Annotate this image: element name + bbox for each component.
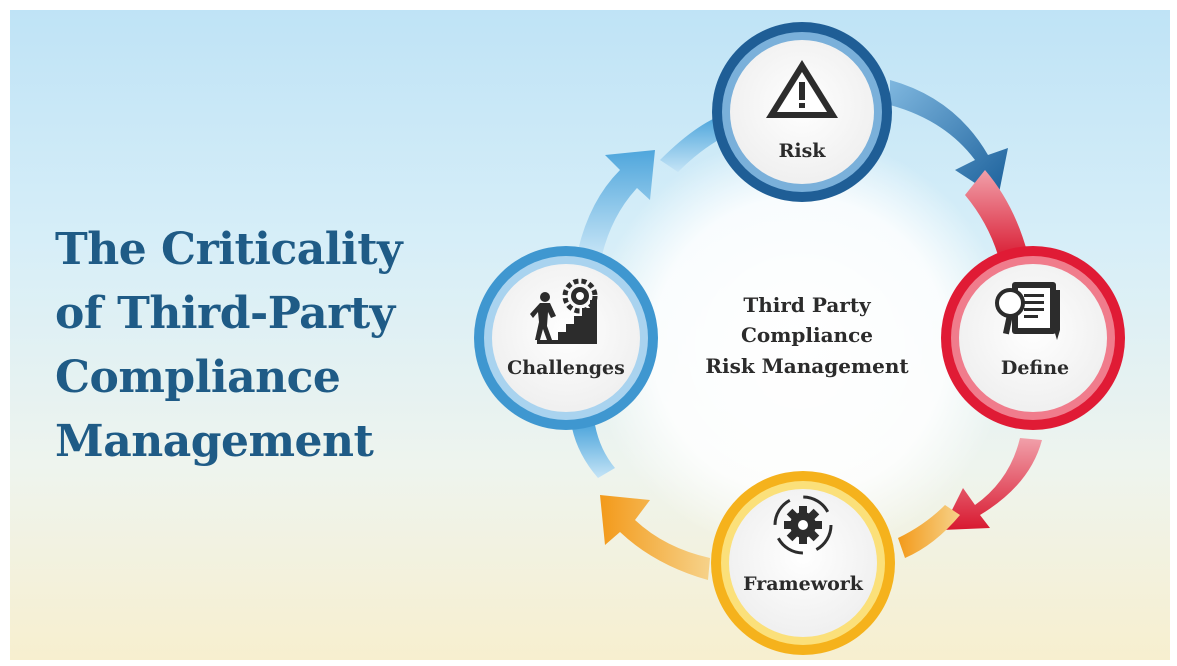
node-risk: Risk [712, 22, 892, 202]
node-framework: Framework [711, 471, 895, 655]
center-line-3: Risk Management [705, 354, 909, 378]
node-define: Define [941, 246, 1125, 430]
challenges-label: Challenges [507, 357, 625, 379]
center-line-2: Compliance [741, 323, 873, 347]
gear-cycle-icon [773, 495, 833, 555]
center-glow [590, 135, 1010, 555]
headline-line-3: Compliance [55, 352, 341, 403]
headline: The Criticality of Third-Party Complianc… [55, 218, 455, 474]
headline-line-4: Management [55, 416, 374, 467]
arrow-risk-to-define [890, 80, 1008, 198]
document-magnifier-icon [995, 282, 1060, 340]
arrow-framework-to-challenges [600, 495, 960, 580]
center-line-1: Third Party [743, 293, 872, 317]
climbing-gear-icon [530, 278, 598, 344]
define-label: Define [1001, 357, 1069, 379]
headline-line-1: The Criticality [55, 224, 403, 275]
warning-triangle-icon [766, 60, 838, 118]
arrow-challenges-to-risk [572, 118, 722, 478]
framework-label: Framework [743, 573, 864, 595]
risk-label: Risk [779, 140, 827, 162]
headline-line-2: of Third-Party [55, 288, 395, 339]
arrow-define-to-framework [942, 170, 1042, 530]
node-challenges: Challenges [474, 246, 658, 430]
center-label: Third Party Compliance Risk Management [705, 293, 909, 378]
